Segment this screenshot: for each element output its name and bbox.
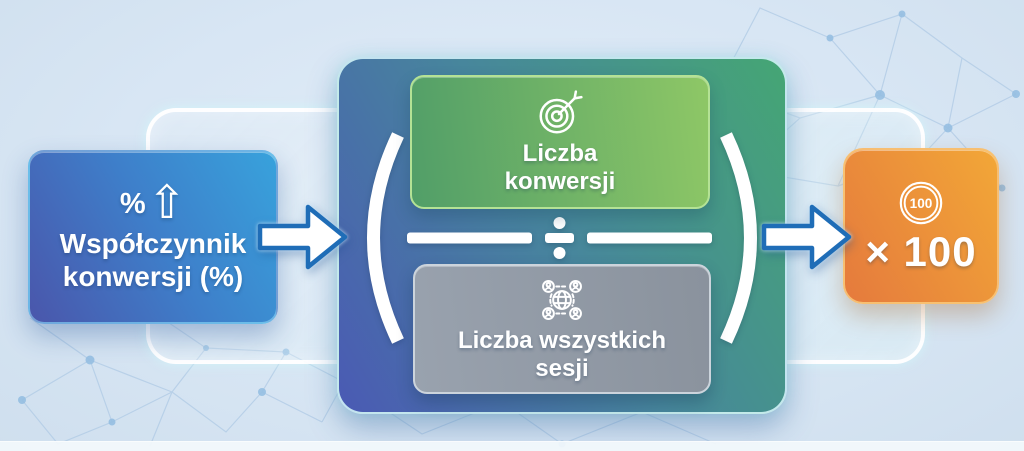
multiply-100-label: × 100 (865, 228, 977, 275)
total-sessions-label: Liczba wszystkich sesji (458, 327, 666, 382)
parenthesis-right-icon (720, 132, 757, 344)
formula-panel: Liczba konwersji Liczba wszystkic (337, 57, 787, 414)
target-icon (539, 90, 583, 134)
conversions-count-line2: konwersji (504, 168, 616, 195)
percent-up-icon: % ⇧ (119, 175, 187, 228)
conversions-count-box: Liczba konwersji (410, 75, 710, 209)
parenthesis-left-icon (367, 132, 404, 344)
flow-arrow-icon (257, 204, 348, 270)
flow-arrow-icon (761, 204, 852, 270)
conversion-rate-label: Współczynnik konwersji (%) (60, 227, 247, 293)
bottom-strip (0, 441, 1024, 451)
total-sessions-box: Liczba wszystkich sesji (413, 264, 711, 394)
up-arrow-glyph: ⇧ (147, 175, 187, 228)
globe-users-icon (542, 280, 582, 321)
multiply-100-box: 100 × 100 (843, 148, 999, 304)
badge-100-icon: 100 (899, 181, 943, 225)
badge-100-value: 100 (910, 196, 933, 211)
parentheses-and-divide (367, 132, 757, 344)
percent-glyph: % (119, 187, 146, 220)
total-sessions-line2: sesji (535, 355, 589, 382)
conversions-count-label: Liczba konwersji (505, 140, 616, 195)
conversion-rate-label-line2: konwersji (%) (62, 261, 244, 292)
total-sessions-line1: Liczba wszystkich (457, 327, 667, 355)
conversion-rate-box: % ⇧ Współczynnik konwersji (%) (28, 150, 278, 324)
divide-operator-icon (407, 217, 712, 259)
conversion-rate-label-line1: Współczynnik (59, 227, 247, 259)
conversions-count-line1: Liczba (522, 140, 598, 168)
